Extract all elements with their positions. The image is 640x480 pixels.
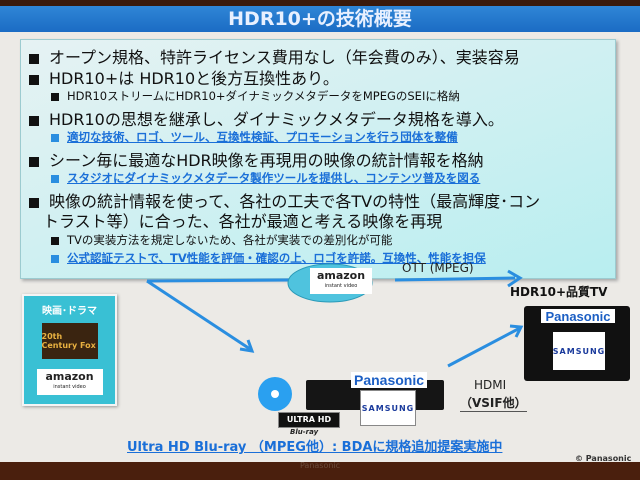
sub-bullet-highlight: スタジオにダイナミックメタデータ製作ツールを提供し、コンテンツ普及を図る [51, 170, 480, 186]
sub-bullet: TVの実装方法を規定しないため、各社が実装での差別化が可能 [51, 232, 392, 248]
bullet-square-icon [29, 156, 39, 167]
bullet-square-icon [51, 174, 59, 183]
bullet-continuation: トラスト等）に合った、各社が最適と考える映像を再現 [43, 212, 443, 231]
bullet-square-icon [51, 92, 59, 101]
tv-icon: Panasonic SAMSUNG [524, 306, 630, 381]
slide-title: HDR10+の技術概要 [0, 6, 640, 32]
footer-note: Ultra HD Blu-ray （MPEG他）: BDAに規格追加提案実施中 [127, 440, 503, 455]
copyright: © Panasonic [575, 454, 632, 462]
arrow-to-ott [146, 278, 291, 283]
panasonic-logo: Panasonic [351, 372, 427, 388]
bluray-logo: Blu-ray [290, 428, 319, 436]
arrow-ott-to-tv [394, 276, 516, 282]
samsung-logo: SAMSUNG [553, 332, 605, 370]
bullet-square-icon [29, 197, 39, 208]
sub-bullet-highlight: 公式認証テストで、TV性能を評価・確認の上、ロゴを許諾。互換性、性能を担保 [51, 250, 486, 266]
arrow-to-bluray [146, 279, 251, 351]
bullet-square-icon [51, 254, 59, 263]
bullet-text: 映像の統計情報を使って、各社の工夫で各TVの特性（最高輝度･コン [49, 192, 541, 211]
bullet: シーン毎に最適なHDR映像を再現用の映像の統計情報を格納 [29, 147, 484, 171]
bullet-text: 公式認証テストで、TV性能を評価・確認の上、ロゴを許諾。互換性、性能を担保 [67, 251, 486, 265]
amazon-text: amazon [45, 370, 94, 383]
samsung-logo: SAMSUNG [360, 390, 416, 426]
arrow-player-to-tv [447, 326, 521, 368]
panasonic-logo: Panasonic [541, 309, 615, 324]
monitor-brand: Panasonic [299, 461, 341, 470]
bullet-text: HDR10+は HDR10と後方互換性あり。 [49, 69, 339, 88]
bullet-text: シーン毎に最適なHDR映像を再現用の映像の統計情報を格納 [49, 151, 484, 170]
bullet-box: オープン規格、特許ライセンス費用なし（年会費のみ）、実装容易 HDR10+は H… [20, 39, 616, 279]
bullet-text: 適切な技術、ロゴ、ツール、互換性検証、プロモーションを行う団体を整備 [67, 130, 458, 144]
bullet: 映像の統計情報を使って、各社の工夫で各TVの特性（最高輝度･コン [29, 188, 540, 212]
tv-label: HDR10+品質TV [510, 285, 608, 299]
presentation-slide: HDR10+の技術概要 オープン規格、特許ライセンス費用なし（年会費のみ）、実装… [0, 6, 640, 462]
bullet-text: スタジオにダイナミックメタデータ製作ツールを提供し、コンテンツ普及を図る [67, 171, 481, 185]
bullet-text: オープン規格、特許ライセンス費用なし（年会費のみ）、実装容易 [49, 48, 520, 67]
bullet-square-icon [29, 115, 39, 126]
bullet: HDR10の思想を継承し、ダイナミックメタデータ規格を導入。 [29, 106, 504, 130]
amazon-sub: instant video [324, 283, 358, 289]
sub-bullet-highlight: 適切な技術、ロゴ、ツール、互換性検証、プロモーションを行う団体を整備 [51, 129, 458, 145]
ultra-hd-logo: ULTRA HD [278, 412, 340, 428]
ott-label: OTT (MPEG) [402, 261, 474, 275]
bullet: HDR10+は HDR10と後方互換性あり。 [29, 65, 339, 89]
bullet: オープン規格、特許ライセンス費用なし（年会費のみ）、実装容易 [29, 44, 520, 68]
bullet-text: HDR10ストリームにHDR10+ダイナミックメタデータをMPEGのSEIに格納 [67, 89, 460, 103]
source-label: 映画･ドラマ [42, 306, 97, 317]
amazon-sub: instant video [53, 384, 86, 390]
sub-bullet: HDR10ストリームにHDR10+ダイナミックメタデータをMPEGのSEIに格納 [51, 88, 460, 104]
fox-logo: 20th Century Fox [41, 323, 98, 359]
hdmi-label: HDMI [474, 378, 507, 392]
monitor-bezel: Panasonic [0, 462, 640, 480]
bullet-text: HDR10の思想を継承し、ダイナミックメタデータ規格を導入。 [49, 110, 504, 129]
amazon-text: amazon [316, 269, 366, 282]
bullet-square-icon [29, 53, 39, 64]
bullet-square-icon [51, 236, 59, 245]
bullet-square-icon [51, 133, 59, 142]
bullet-square-icon [29, 74, 39, 85]
vsif-label: （VSIF他） [460, 396, 527, 412]
bullet-text: TVの実装方法を規定しないため、各社が実装での差別化が可能 [67, 233, 393, 247]
